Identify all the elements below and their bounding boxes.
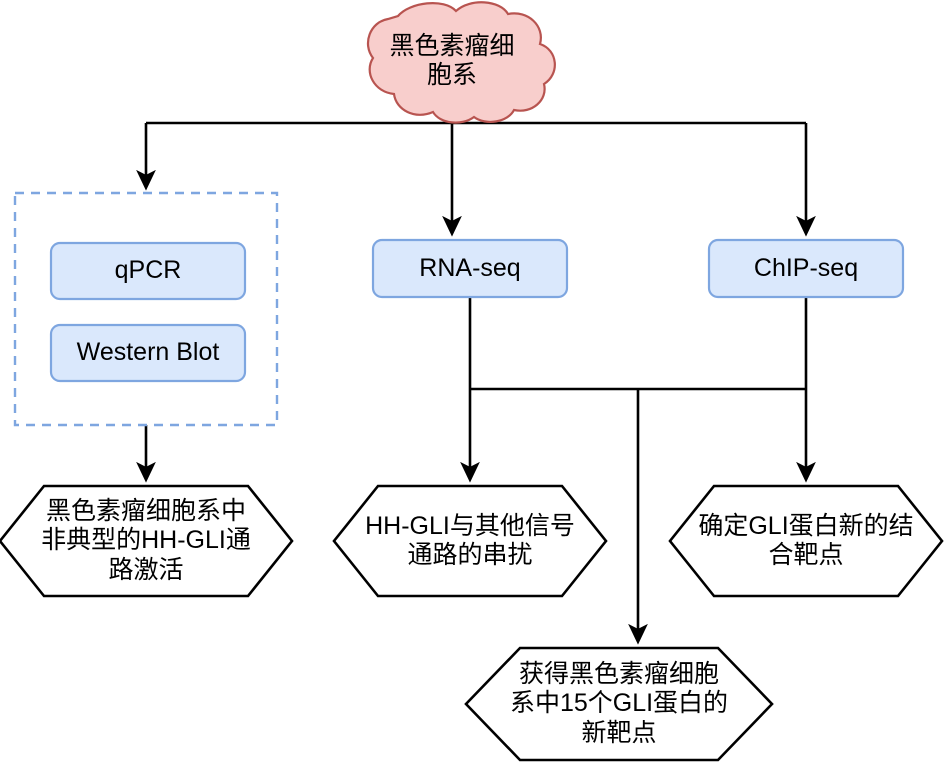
hexagon-outcome-binding-targets[interactable] xyxy=(668,484,944,598)
process-box-qpcr[interactable] xyxy=(49,241,247,301)
process-box-western-blot[interactable] xyxy=(49,323,247,383)
assay-group-container xyxy=(13,191,279,427)
hexagon-outcome-noncanonical[interactable] xyxy=(0,484,294,598)
cloud-shape xyxy=(367,1,556,124)
hexagon-outcome-crosstalk[interactable] xyxy=(332,484,608,598)
process-box-chip-seq[interactable] xyxy=(707,238,905,299)
hexagon-outcome-15-targets[interactable] xyxy=(464,646,774,762)
process-box-rna-seq[interactable] xyxy=(371,238,569,299)
